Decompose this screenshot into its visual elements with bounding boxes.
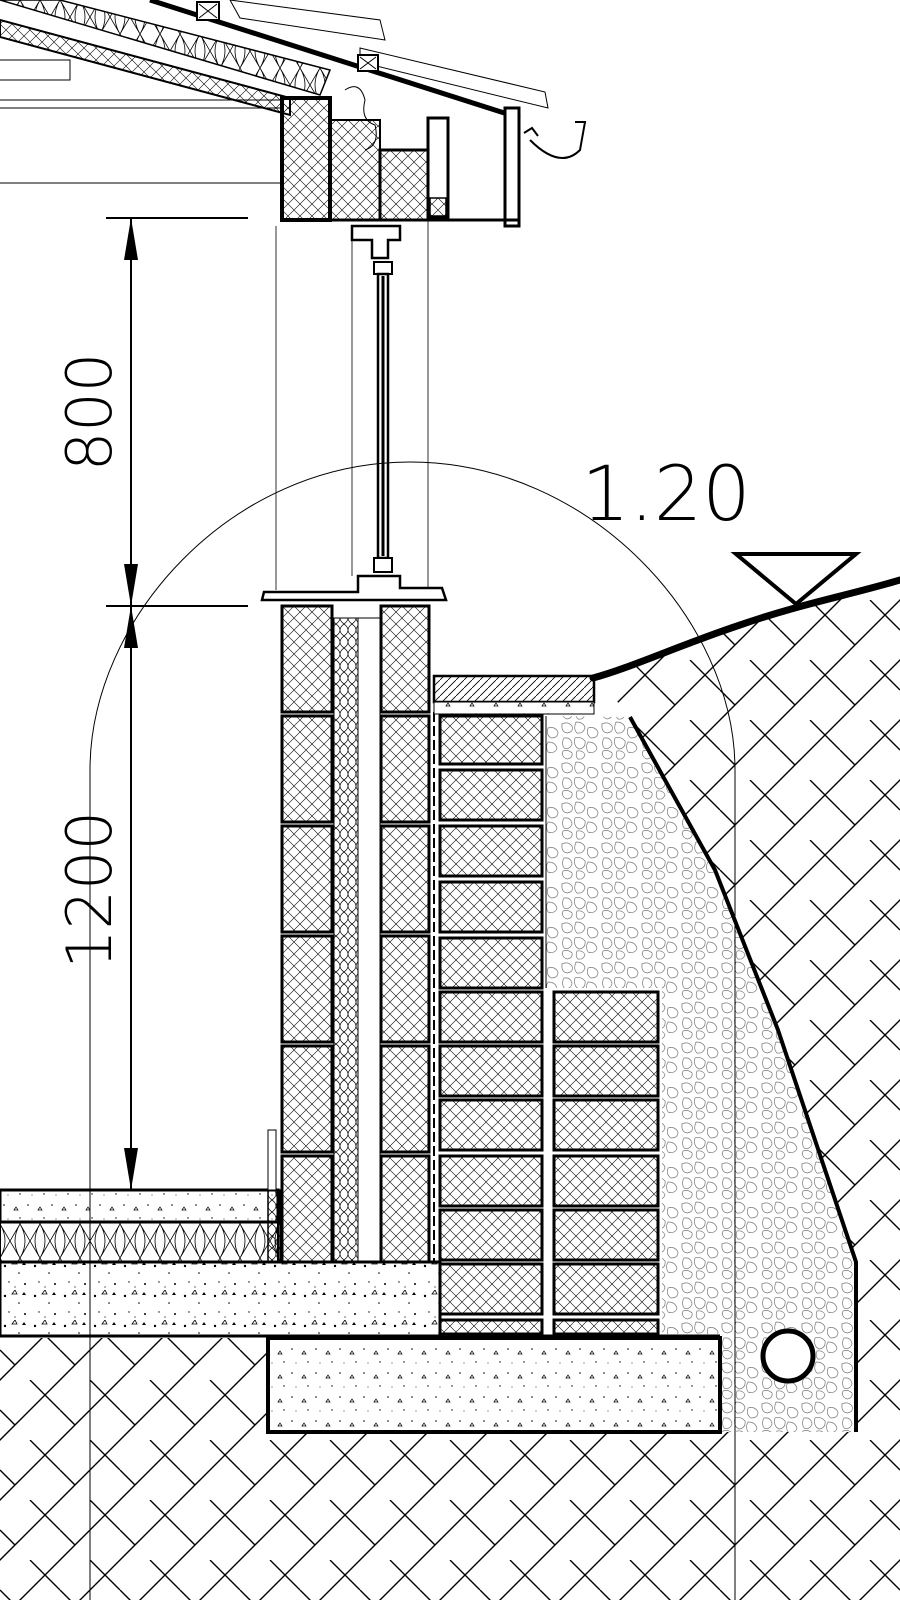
dimension-lines (106, 217, 248, 1190)
foundation-blocks-col2 (552, 990, 660, 1336)
drain-pipe (760, 1328, 816, 1384)
ground-line (589, 576, 900, 682)
exterior-sill (432, 674, 596, 704)
wall-blocks-outer (280, 604, 334, 1264)
dimension-upper-label: 800 (53, 353, 126, 471)
detail-callout-outline (89, 461, 736, 1600)
gravel-backfill (546, 716, 856, 1432)
strip-footing (266, 1336, 722, 1434)
foundation-blocks-col1 (438, 714, 544, 1336)
floor-build-up (0, 1129, 442, 1338)
level-value-label: 1.20 (581, 449, 750, 538)
triangle-down-icon (730, 552, 862, 607)
cavity-insulation (333, 617, 359, 1263)
wall-blocks-inner (379, 604, 431, 1264)
dimension-lower-label: 1200 (53, 811, 126, 969)
window-unit (260, 220, 448, 602)
soil-fill (0, 580, 900, 1600)
roof-assembly (0, 0, 587, 228)
